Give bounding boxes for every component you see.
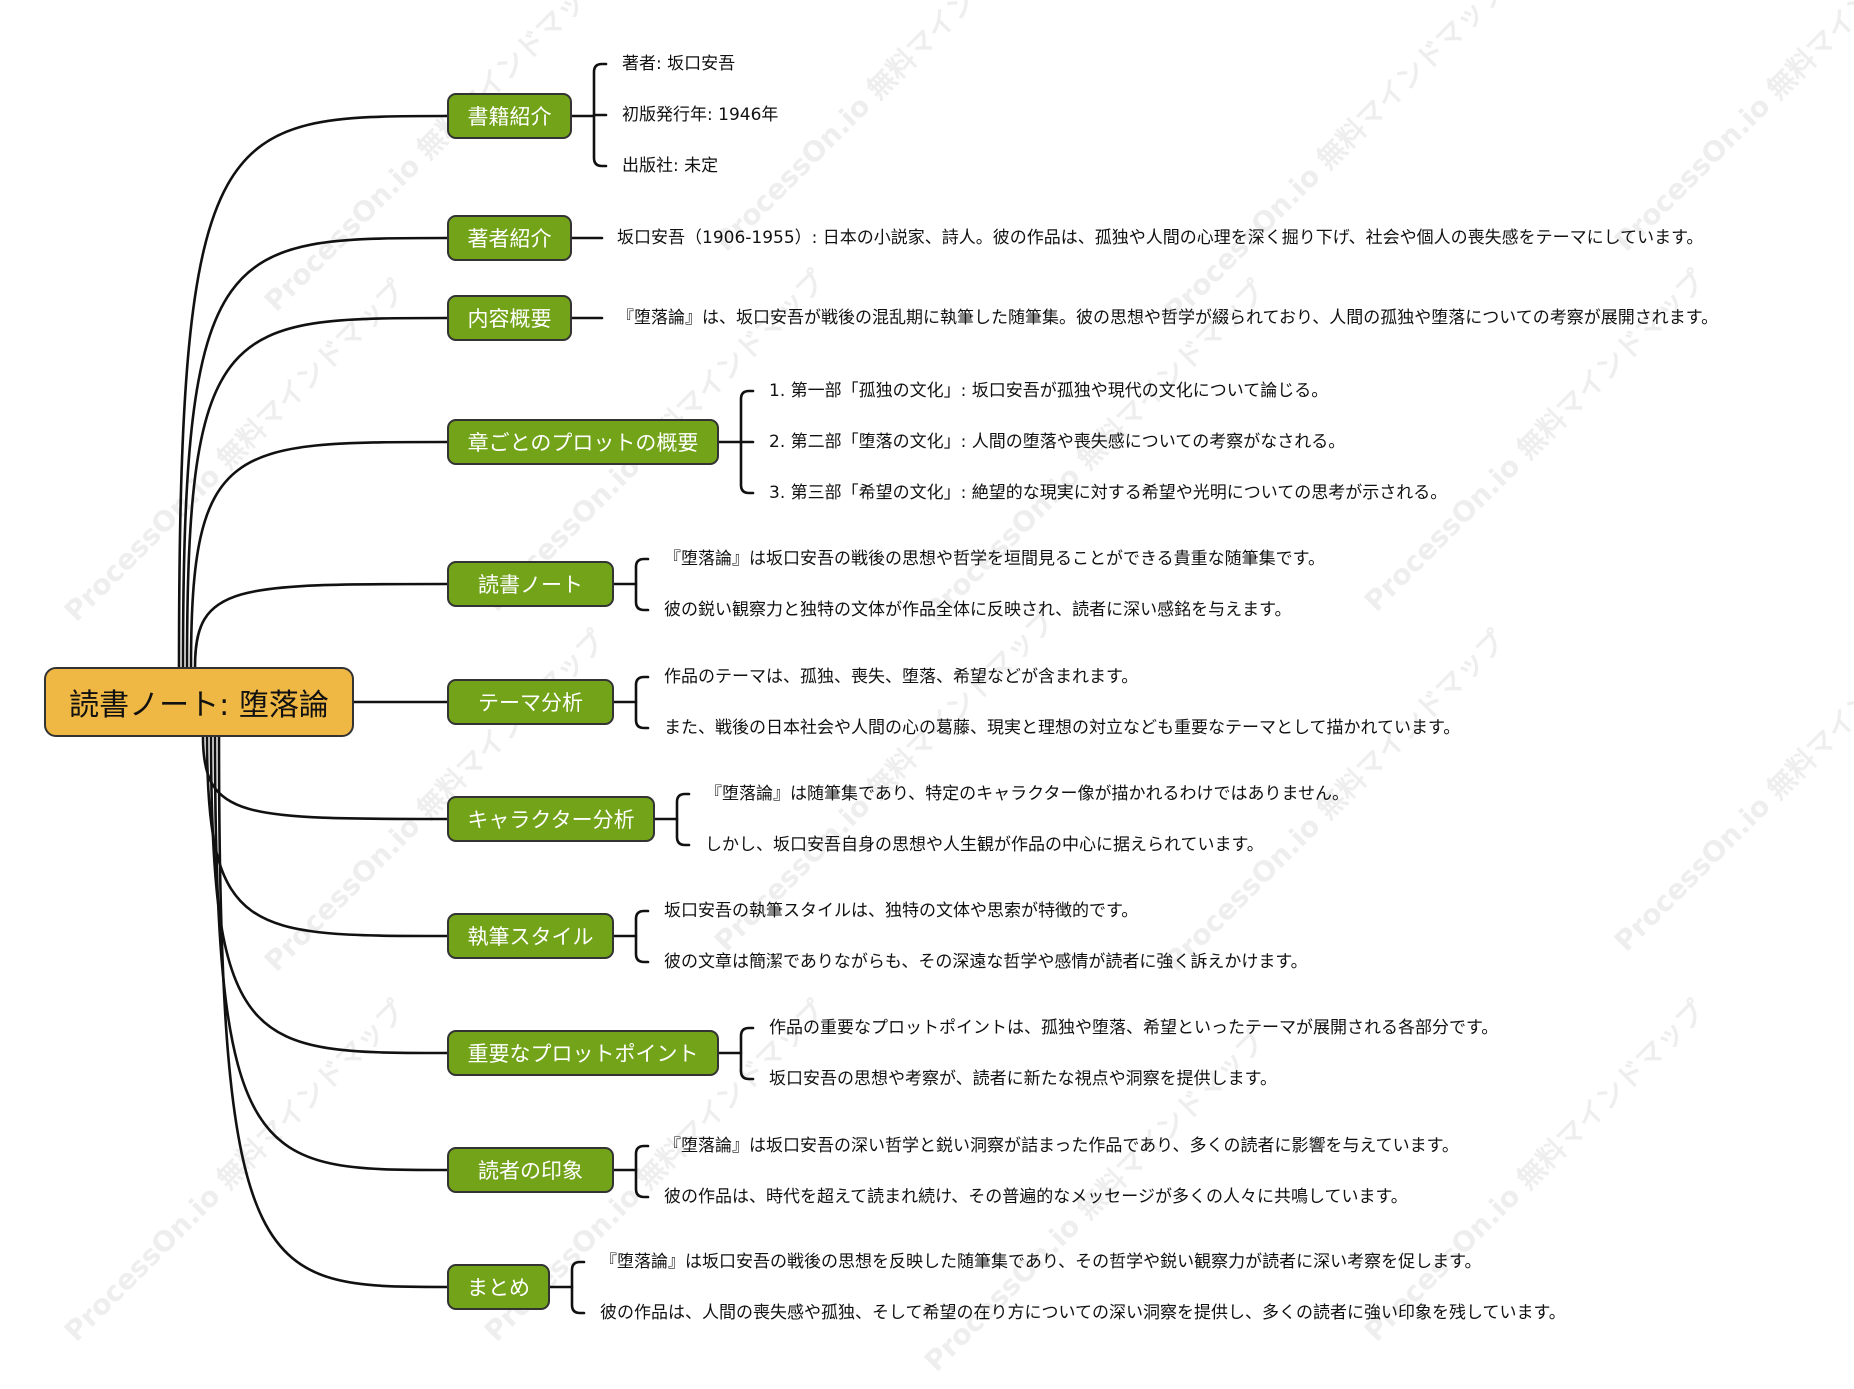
- connector-line: [217, 735, 449, 1289]
- connector-line: [634, 557, 650, 612]
- connector-line: [634, 675, 650, 730]
- branch-node[interactable]: キャラクター分析: [447, 796, 655, 842]
- branch-node[interactable]: 読者の印象: [447, 1147, 614, 1193]
- branch-node[interactable]: テーマ分析: [447, 679, 614, 725]
- connector-line: [201, 735, 449, 821]
- leaf-text: しかし、坂口安吾自身の思想や人生観が作品の中心に据えられています。: [705, 835, 1264, 855]
- connector-line: [193, 582, 449, 669]
- leaf-text: 著者: 坂口安吾: [622, 54, 736, 74]
- connector-line: [634, 909, 650, 964]
- branch-label: 章ごとのプロットの概要: [467, 431, 699, 455]
- connector-line: [181, 236, 449, 669]
- branch-label: キャラクター分析: [467, 808, 635, 832]
- branch-node[interactable]: 重要なプロットポイント: [447, 1030, 719, 1076]
- branch-node[interactable]: 執筆スタイル: [447, 913, 614, 959]
- leaf-text: 『堕落論』は坂口安吾の戦後の思想や哲学を垣間見ることができる貴重な随筆集です。: [664, 549, 1325, 569]
- branch-label: 読者の印象: [478, 1159, 583, 1183]
- connector-line: [205, 735, 449, 938]
- leaf-text: 坂口安吾の思想や考察が、読者に新たな視点や洞察を提供します。: [769, 1069, 1277, 1089]
- branch-label: 読書ノート: [478, 573, 583, 597]
- leaf-text: 坂口安吾の執筆スタイルは、独特の文体や思索が特徴的です。: [664, 901, 1139, 921]
- leaf-text: 1. 第一部「孤独の文化」: 坂口安吾が孤独や現代の文化について論じる。: [769, 381, 1329, 401]
- leaf-text: 初版発行年: 1946年: [622, 105, 779, 125]
- leaf-text: 彼の文章は簡潔でありながらも、その深遠な哲学や感情が読者に強く訴えかけます。: [664, 952, 1308, 972]
- leaf-text: 作品の重要なプロットポイントは、孤独や堕落、希望といったテーマが展開される各部分…: [769, 1018, 1499, 1038]
- leaf-text: 3. 第三部「希望の文化」: 絶望的な現実に対する希望や光明についての思考が示さ…: [769, 483, 1448, 503]
- branch-label: まとめ: [467, 1276, 530, 1300]
- leaf-text: 『堕落論』は、坂口安吾が戦後の混乱期に執筆した随筆集。彼の思想や哲学が綴られてお…: [617, 308, 1719, 328]
- leaf-text: 彼の作品は、人間の喪失感や孤独、そして希望の在り方についての深い洞察を提供し、多…: [600, 1303, 1566, 1323]
- leaf-text: 『堕落論』は坂口安吾の深い哲学と鋭い洞察が詰まった作品であり、多くの読者に影響を…: [664, 1136, 1459, 1156]
- connector-line: [570, 1260, 586, 1315]
- connector-line: [739, 1026, 755, 1081]
- branch-node[interactable]: 著者紹介: [447, 215, 572, 261]
- branch-node[interactable]: まとめ: [447, 1264, 550, 1310]
- branch-node[interactable]: 読書ノート: [447, 561, 614, 607]
- leaf-text: 作品のテーマは、孤独、喪失、堕落、希望などが含まれます。: [664, 667, 1139, 687]
- connector-line: [177, 114, 449, 669]
- leaf-text: 出版社: 未定: [622, 156, 719, 176]
- branch-label: 執筆スタイル: [467, 925, 594, 949]
- leaf-text: 『堕落論』は随筆集であり、特定のキャラクター像が描かれるわけではありません。: [705, 784, 1349, 804]
- leaf-text: 坂口安吾（1906-1955）: 日本の小説家、詩人。彼の作品は、孤独や人間の心…: [617, 228, 1704, 248]
- leaf-text: また、戦後の日本社会や人間の心の葛藤、現実と理想の対立なども重要なテーマとして描…: [664, 718, 1461, 738]
- root-label: 読書ノート: 堕落論: [69, 688, 329, 723]
- branch-label: 内容概要: [467, 307, 552, 331]
- branch-label: 書籍紹介: [467, 105, 552, 129]
- connector-line: [209, 735, 449, 1055]
- branch-node[interactable]: 内容概要: [447, 295, 572, 341]
- leaf-text: 彼の作品は、時代を超えて読まれ続け、その普遍的なメッセージが多くの人々に共鳴して…: [664, 1187, 1408, 1207]
- leaf-text: 彼の鋭い観察力と独特の文体が作品全体に反映され、読者に深い感銘を与えます。: [664, 600, 1292, 620]
- connector-line: [634, 1144, 650, 1199]
- branch-node[interactable]: 章ごとのプロットの概要: [447, 419, 719, 465]
- branch-node[interactable]: 書籍紹介: [447, 93, 572, 139]
- connector-line: [213, 735, 449, 1172]
- connector-line: [189, 440, 449, 669]
- connector-line: [675, 792, 691, 847]
- branch-label: 著者紹介: [467, 227, 552, 251]
- branch-label: 重要なプロットポイント: [467, 1042, 699, 1066]
- leaf-text: 2. 第二部「堕落の文化」: 人間の堕落や喪失感についての考察がなされる。: [769, 432, 1346, 452]
- leaf-text: 『堕落論』は坂口安吾の戦後の思想を反映した随筆集であり、その哲学や鋭い観察力が読…: [600, 1252, 1482, 1272]
- root-node[interactable]: 読書ノート: 堕落論: [44, 667, 354, 737]
- branch-label: テーマ分析: [478, 691, 583, 715]
- connector-line: [185, 316, 449, 669]
